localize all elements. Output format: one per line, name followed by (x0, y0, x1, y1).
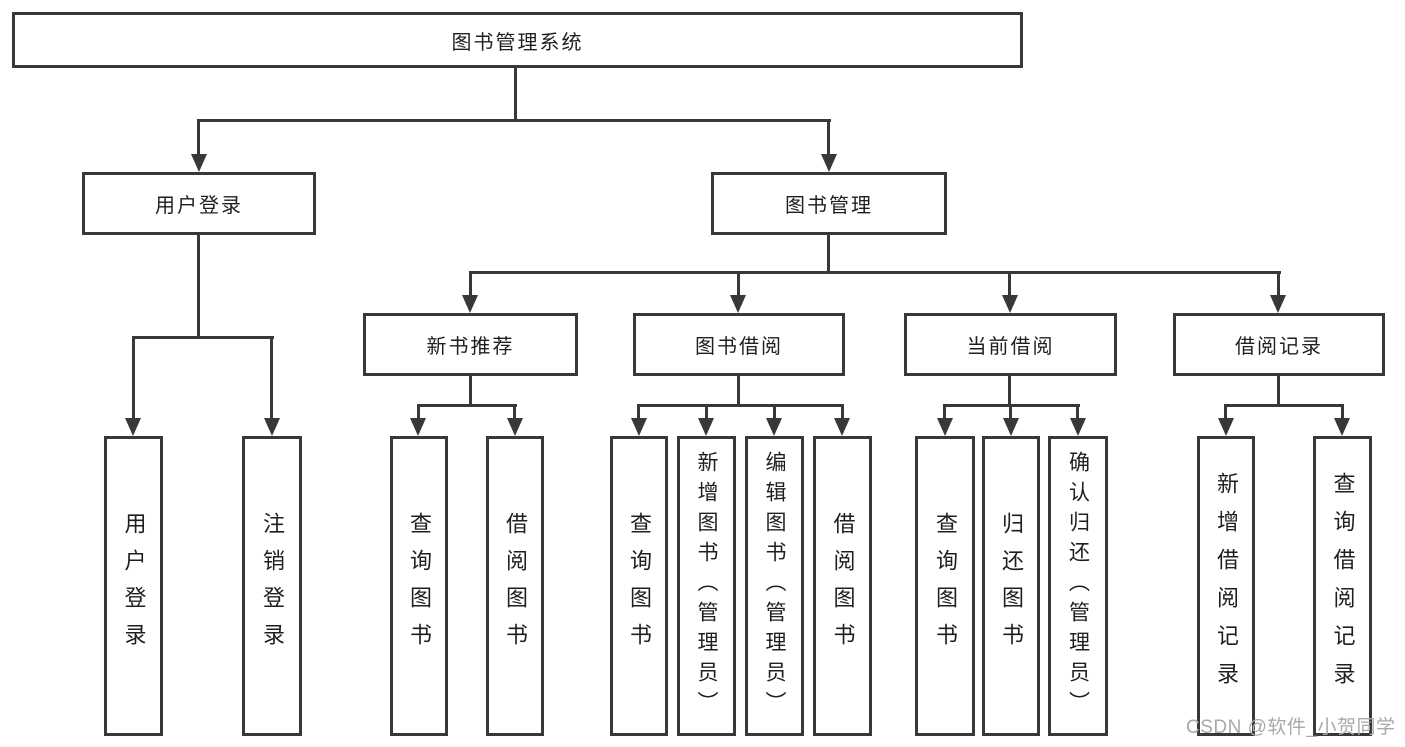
connector-line (1224, 404, 1227, 418)
node-current-borrowing: 当前借阅 (904, 313, 1117, 376)
leaf-label: 新增图书（管理员） (695, 451, 718, 721)
connector-line (469, 376, 472, 407)
csdn-watermark: CSDN @软件_小贺同学 (1186, 717, 1396, 738)
arrowhead-icon (1002, 295, 1018, 313)
node-borrow-records: 借阅记录 (1173, 313, 1385, 376)
leaf-label: 归还图书 (999, 512, 1024, 660)
connector-line (827, 235, 830, 274)
arrowhead-icon (730, 295, 746, 313)
arrowhead-icon (834, 418, 850, 436)
connector-line (469, 271, 472, 295)
node-book-management: 图书管理 (711, 172, 947, 235)
arrowhead-icon (264, 418, 280, 436)
connector-line (943, 404, 946, 418)
node-leaf-borrow-books: 借阅图书 (813, 436, 872, 736)
connector-line (827, 119, 830, 154)
leaf-label: 编辑图书（管理员） (763, 451, 786, 721)
connector-line (469, 271, 1281, 274)
node-leaf-confirm-return-admin: 确认归还（管理员） (1048, 436, 1108, 736)
arrowhead-icon (1334, 418, 1350, 436)
arrowhead-icon (698, 418, 714, 436)
connector-line (637, 404, 640, 418)
connector-line (737, 271, 740, 295)
arrowhead-icon (462, 295, 478, 313)
arrowhead-icon (1070, 418, 1086, 436)
arrowhead-icon (1270, 295, 1286, 313)
arrowhead-icon (191, 154, 207, 172)
node-leaf-return-books: 归还图书 (982, 436, 1040, 736)
node-leaf-add-books-admin: 新增图书（管理员） (677, 436, 736, 736)
node-root-library-system: 图书管理系统 (12, 12, 1023, 68)
leaf-label: 查询图书 (933, 512, 958, 660)
leaf-label: 查询图书 (627, 512, 652, 660)
node-leaf-query-borrow-record: 查询借阅记录 (1313, 436, 1372, 736)
node-book-borrowing: 图书借阅 (633, 313, 845, 376)
leaf-label: 新增借阅记录 (1214, 472, 1239, 700)
arrowhead-icon (125, 418, 141, 436)
arrowhead-icon (766, 418, 782, 436)
connector-line (417, 404, 420, 418)
leaf-label: 确认归还（管理员） (1066, 451, 1090, 721)
node-leaf-query-books-current: 查询图书 (915, 436, 975, 736)
leaf-label: 注销登录 (260, 512, 285, 660)
connector-line (773, 404, 776, 418)
leaf-label: 借阅图书 (830, 512, 856, 660)
node-user-login: 用户登录 (82, 172, 316, 235)
node-leaf-edit-books-admin: 编辑图书（管理员） (745, 436, 804, 736)
connector-line (705, 404, 708, 418)
leaf-label: 查询借阅记录 (1330, 472, 1356, 700)
connector-line (514, 68, 517, 120)
connector-line (841, 404, 844, 418)
connector-line (1008, 271, 1011, 295)
connector-line (132, 336, 135, 418)
arrowhead-icon (631, 418, 647, 436)
connector-line (417, 404, 517, 407)
arrowhead-icon (821, 154, 837, 172)
arrowhead-icon (507, 418, 523, 436)
arrowhead-icon (1003, 418, 1019, 436)
node-leaf-query-books-recommend: 查询图书 (390, 436, 448, 736)
node-leaf-borrow-books-recommend: 借阅图书 (486, 436, 544, 736)
node-leaf-user-login: 用户登录 (104, 436, 163, 736)
leaf-label: 用户登录 (121, 512, 147, 660)
connector-line (197, 235, 200, 338)
node-leaf-logout: 注销登录 (242, 436, 302, 736)
connector-line (197, 119, 831, 122)
connector-line (270, 336, 273, 418)
arrowhead-icon (1218, 418, 1234, 436)
arrowhead-icon (410, 418, 426, 436)
connector-line (1341, 404, 1344, 418)
node-leaf-query-books-borrowing: 查询图书 (610, 436, 668, 736)
node-leaf-add-borrow-record: 新增借阅记录 (1197, 436, 1255, 736)
arrowhead-icon (937, 418, 953, 436)
connector-line (737, 376, 740, 407)
connector-line (1224, 404, 1344, 407)
connector-line (1277, 271, 1280, 295)
connector-line (637, 404, 844, 407)
connector-line (132, 336, 274, 339)
connector-line (1277, 376, 1280, 407)
connector-line (197, 119, 200, 154)
connector-line (1076, 404, 1079, 418)
leaf-label: 查询图书 (407, 512, 432, 660)
connector-line (513, 404, 516, 418)
leaf-label: 借阅图书 (503, 512, 528, 660)
connector-line (1009, 404, 1012, 418)
node-new-book-recommend: 新书推荐 (363, 313, 578, 376)
connector-line (1008, 376, 1011, 407)
